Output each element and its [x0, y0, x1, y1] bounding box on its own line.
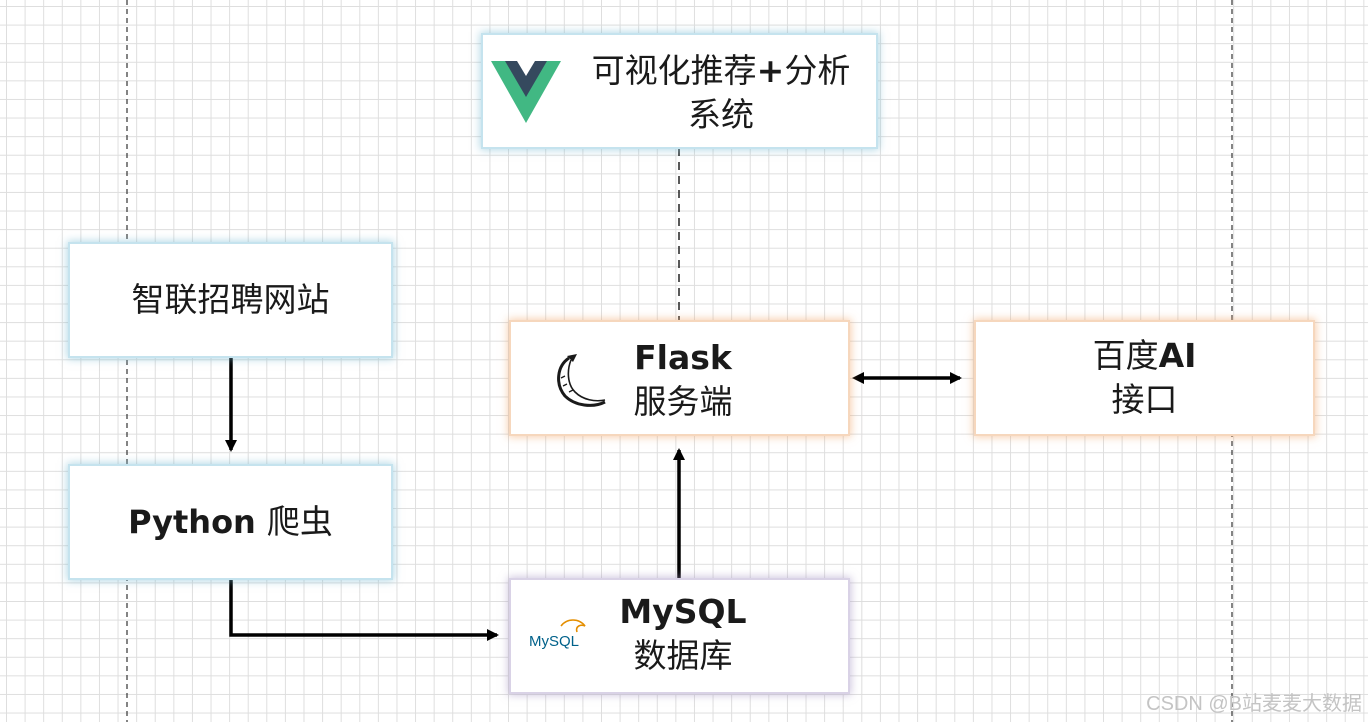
- flask-horn-icon: [551, 352, 609, 410]
- baidu-ai-subtitle: 接口: [1111, 380, 1178, 419]
- vue-system-label-part2: 分析: [784, 51, 851, 90]
- flask-subtitle: 服务端: [633, 382, 733, 421]
- node-mysql-db[interactable]: MySQL MySQL 数据库: [511, 580, 848, 692]
- vue-system-label-part1: 可视化推荐: [591, 51, 757, 90]
- arrow-spider-to-mysql: [229, 578, 499, 641]
- node-python-spider[interactable]: Python 爬虫: [70, 466, 391, 578]
- node-baidu-ai[interactable]: 百度AI 接口: [976, 322, 1313, 434]
- vue-system-label-line2: 系统: [688, 95, 754, 134]
- vue-logo-icon: [491, 59, 561, 125]
- plus-sign: +: [756, 51, 785, 90]
- node-visualization-system[interactable]: 可视化推荐+分析 系统: [483, 35, 876, 147]
- baidu-ai-prefix: 百度: [1092, 336, 1159, 375]
- mysql-title: MySQL: [619, 592, 747, 631]
- watermark-text: CSDN @B站麦麦大数据: [1146, 693, 1362, 715]
- python-spider-cjk: 爬虫: [266, 502, 333, 541]
- mysql-subtitle: 数据库: [633, 636, 733, 675]
- flask-title: Flask: [634, 338, 732, 377]
- baidu-ai-latin: AI: [1158, 336, 1197, 375]
- node-zhaopin-site[interactable]: 智联招聘网站: [70, 244, 391, 356]
- zhaopin-site-label: 智联招聘网站: [131, 280, 330, 319]
- node-flask-server[interactable]: Flask 服务端: [511, 322, 848, 434]
- python-spider-latin: Python: [128, 503, 256, 541]
- mysql-logo-icon: MySQL: [527, 616, 593, 656]
- mysql-logo-text: MySQL: [529, 633, 579, 650]
